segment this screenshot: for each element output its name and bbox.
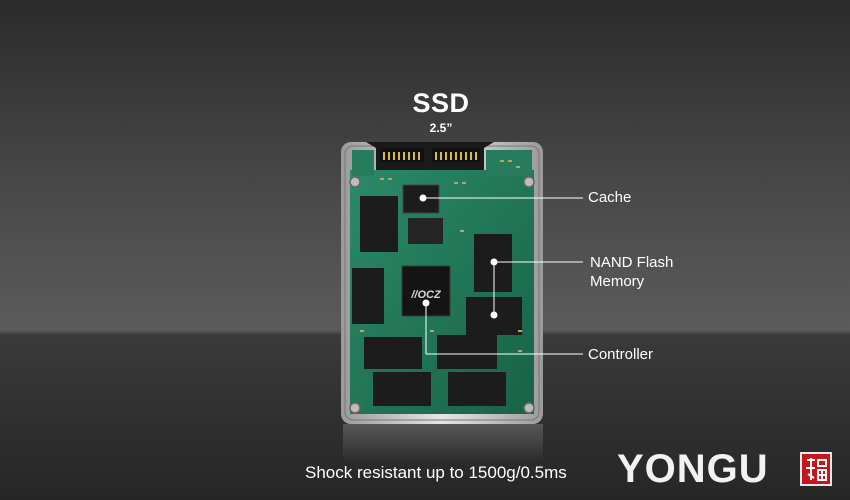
nand-label-line1: NAND Flash [590,254,674,271]
controller-logo: //OCZ [410,289,442,301]
diagram-title: SSD [412,88,470,118]
controller-label: Controller [588,346,654,363]
controller-chip: //OCZ [401,265,451,317]
callout-dots [419,194,498,319]
smd-components [360,160,522,352]
nand-chip [373,372,431,406]
brand-seal-icon [800,452,832,486]
mounting-holes [349,176,535,414]
brand-logo: YONGU [617,447,769,491]
small-chip [408,218,443,244]
sata-connector [366,142,494,170]
cache-label: Cache [588,189,632,206]
nand-chip [448,372,506,406]
nand-chip [360,196,398,252]
callout-lines [423,197,583,355]
diagram-subtitle: 2.5” [429,121,453,135]
caption: Shock resistant up to 1500g/0.5ms [305,463,567,482]
nand-chip [364,337,422,369]
nand-label-line2: Memory [590,273,645,290]
nand-label: NAND Flash Memory [590,253,673,291]
nand-chip [352,268,384,324]
nand-chip [437,335,497,369]
floor-reflection [343,424,543,462]
